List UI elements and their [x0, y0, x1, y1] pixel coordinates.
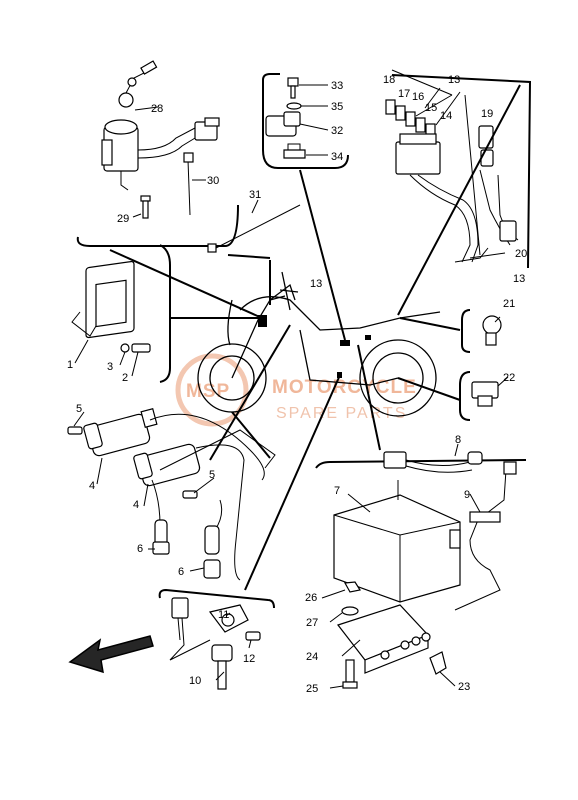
callout-20: 20 [515, 248, 527, 260]
callout-19: 19 [481, 108, 493, 120]
callout-17: 17 [398, 88, 410, 100]
callout-5-a: 5 [76, 403, 82, 415]
callout-15: 15 [425, 102, 437, 114]
callout-12: 12 [243, 653, 255, 665]
ecu-group [71, 244, 171, 383]
callout-30: 30 [207, 175, 219, 187]
sensor-group-22 [459, 371, 499, 421]
callout-16: 16 [412, 91, 424, 103]
callout-5-b: 5 [209, 469, 215, 481]
callout-21: 21 [503, 298, 515, 310]
callout-32: 32 [331, 125, 343, 137]
leader-lines [73, 84, 521, 689]
callout-31: 31 [249, 189, 261, 201]
callout-22: 22 [503, 372, 515, 384]
ignition-coil-group [67, 407, 276, 581]
callout-24: 24 [306, 651, 318, 663]
callout-29: 29 [117, 213, 129, 225]
watermark-line2: SPARE PARTS [276, 405, 407, 422]
callout-35: 35 [331, 101, 343, 113]
front-direction-arrow-icon [68, 635, 154, 674]
callout-27: 27 [306, 617, 318, 629]
watermark-line1: MOTORCYCLE [272, 377, 417, 398]
callout-13-mid: 13 [310, 278, 322, 290]
callout-4-a: 4 [89, 480, 95, 492]
callout-8: 8 [455, 434, 461, 446]
callout-13-right: 13 [513, 273, 525, 285]
ignition-group [76, 60, 239, 247]
callout-33: 33 [331, 80, 343, 92]
callout-11: 11 [218, 609, 229, 621]
battery-group [315, 451, 527, 611]
callout-1: 1 [67, 359, 73, 371]
callout-26: 26 [305, 592, 317, 604]
callout-13-top: 13 [448, 74, 460, 86]
callout-9: 9 [464, 489, 470, 501]
callout-7: 7 [334, 485, 340, 497]
callout-6-a: 6 [137, 543, 143, 555]
callout-3: 3 [107, 361, 113, 373]
callout-18: 18 [383, 74, 395, 86]
regulator-group [337, 581, 447, 689]
relay-bracket-group [262, 73, 349, 169]
callout-23: 23 [458, 681, 470, 693]
sensor-group-bottom [158, 588, 275, 690]
harness-group [385, 69, 532, 269]
callout-labels: 28 30 29 31 33 35 32 34 18 13 17 16 15 1… [67, 74, 527, 695]
callout-4-b: 4 [133, 499, 139, 511]
watermark-logo: MSP [186, 381, 230, 402]
callout-14: 14 [440, 110, 452, 122]
callout-6-b: 6 [178, 566, 184, 578]
callout-25: 25 [306, 683, 318, 695]
callout-28: 28 [151, 103, 163, 115]
callout-2: 2 [122, 372, 128, 384]
sensor-group-21 [461, 309, 502, 353]
callout-10: 10 [189, 675, 201, 687]
callout-34: 34 [331, 151, 343, 163]
